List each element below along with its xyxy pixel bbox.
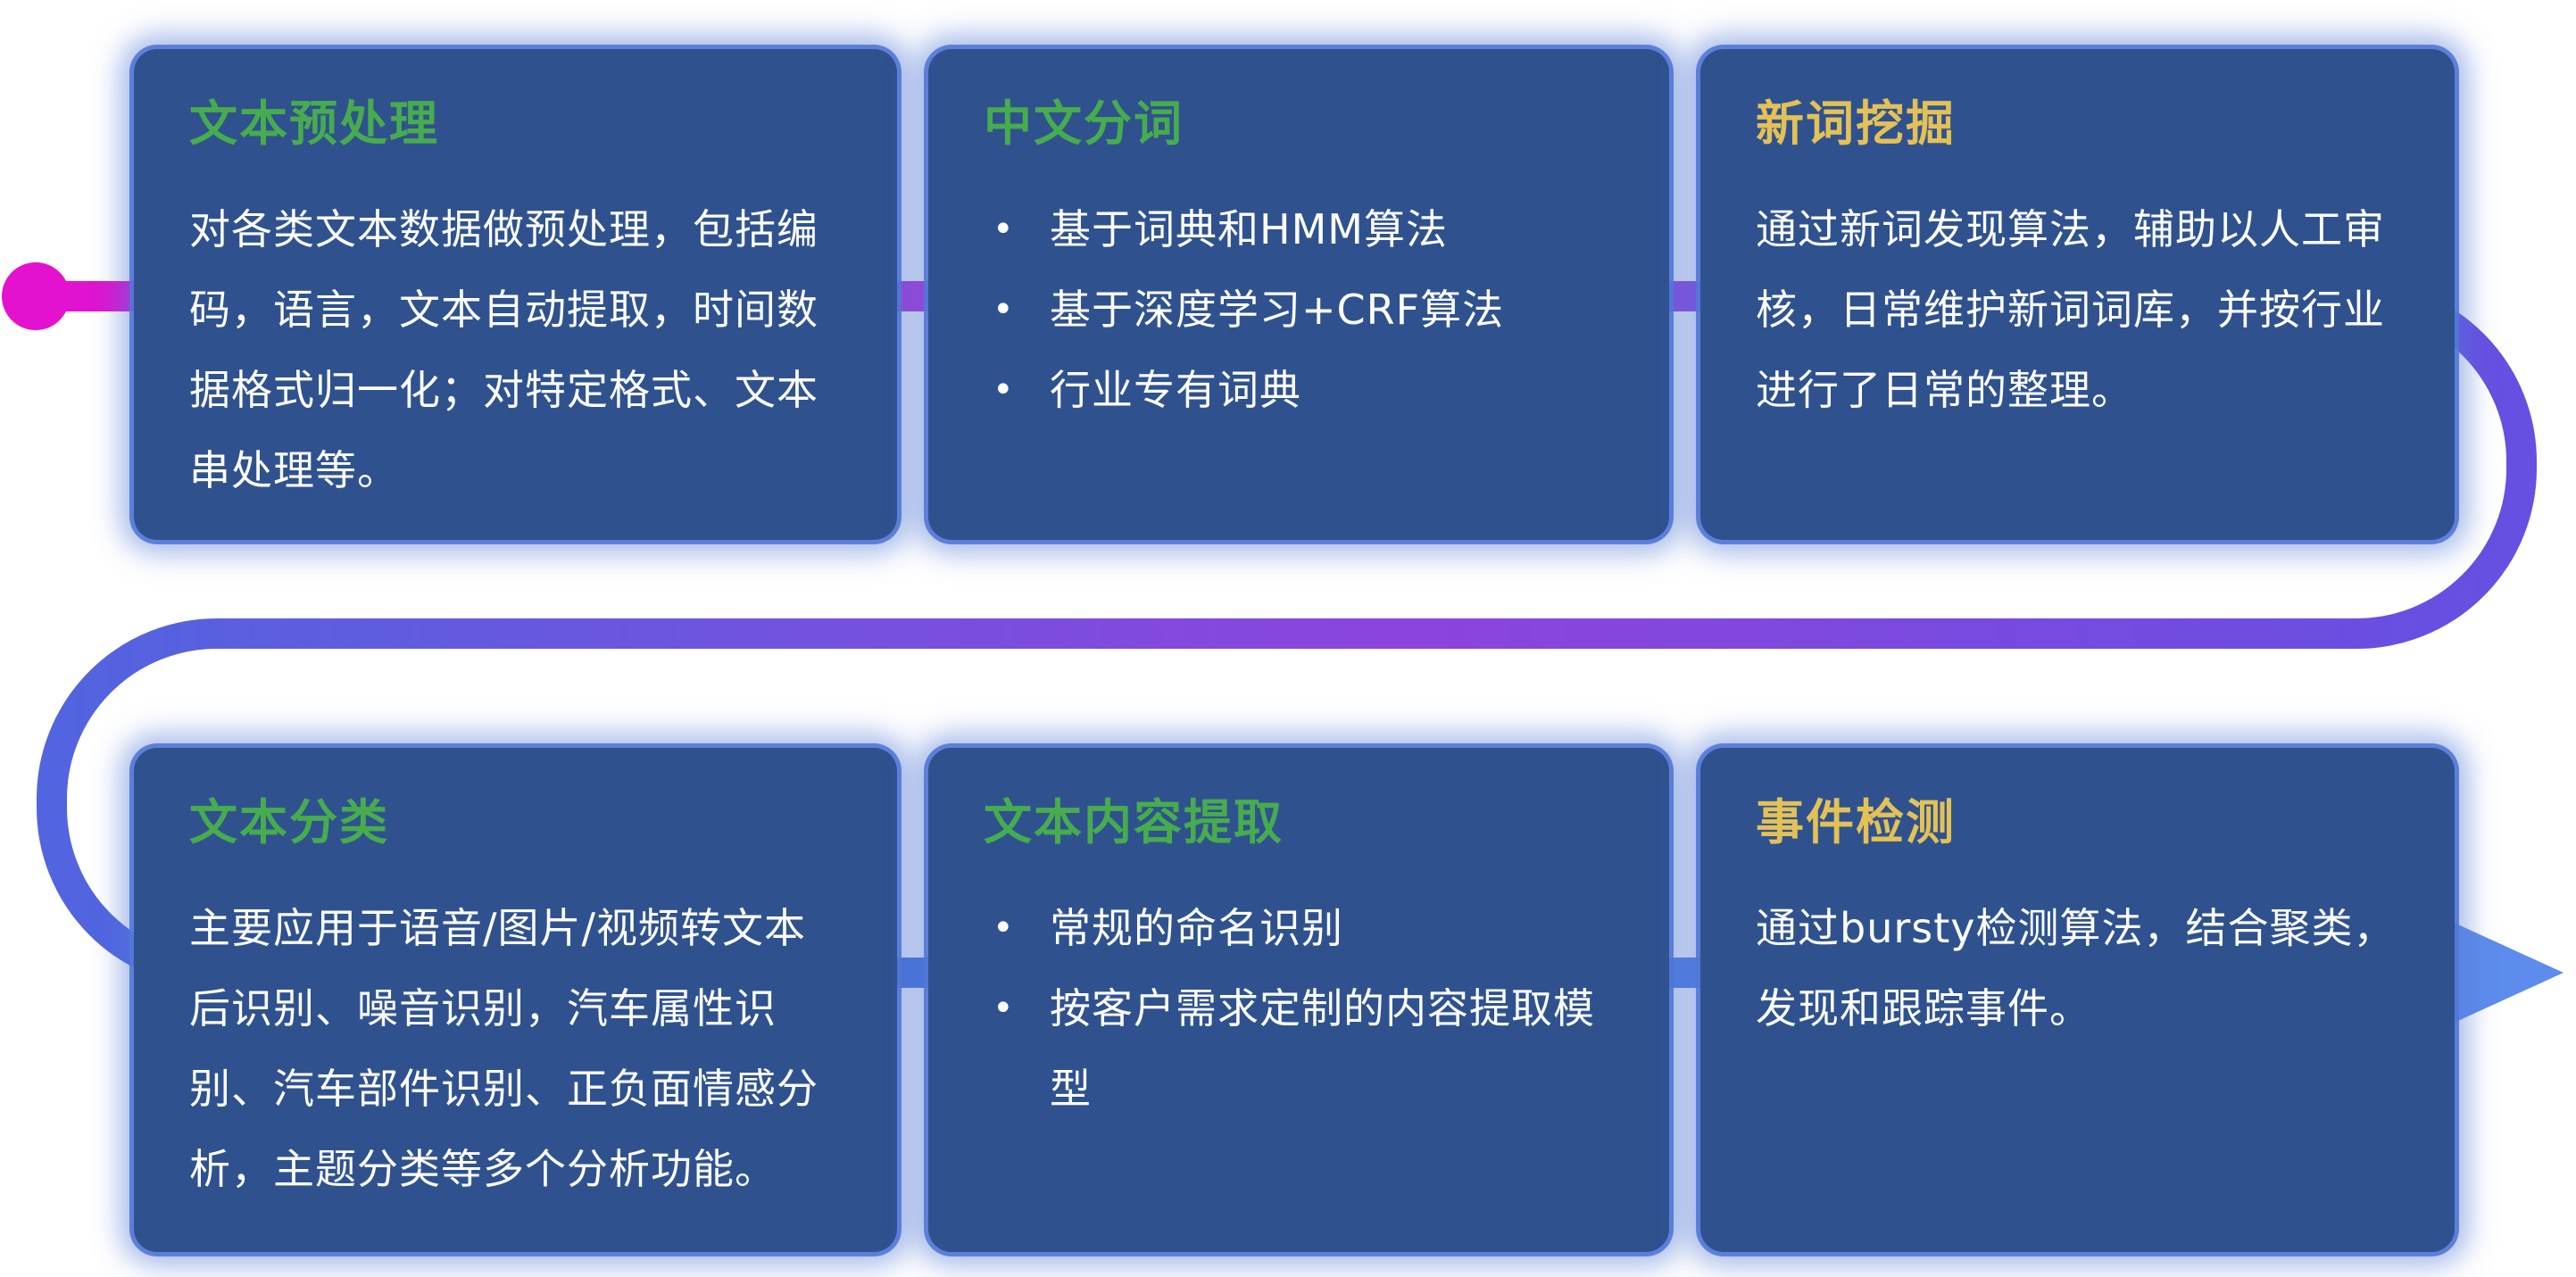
card-title: 中文分词 xyxy=(984,95,1184,152)
card-body: 通过bursty检测算法，结合聚类，发现和跟踪事件。 xyxy=(1756,903,2396,1032)
card-new-word-mining: 新词挖掘 通过新词发现算法，辅助以人工审核，日常维护新词词库，并按行业进行了日常… xyxy=(1700,49,2455,540)
card-title: 事件检测 xyxy=(1756,794,1956,850)
bullet-item: 基于词典和HMM算法 xyxy=(984,189,1614,269)
bullet-list: 基于词典和HMM算法 基于深度学习+CRF算法 行业专有词典 xyxy=(984,189,1614,430)
card-body: 对各类文本数据做预处理，包括编码，语言，文本自动提取，时间数据格式归一化；对特定… xyxy=(189,204,819,494)
flow-start-dot xyxy=(2,262,70,330)
bullet-item: 基于深度学习+CRF算法 xyxy=(984,269,1614,350)
card-text-content-extraction: 文本内容提取 常规的命名识别 按客户需求定制的内容提取模型 xyxy=(928,748,1669,1252)
bullet-list: 常规的命名识别 按客户需求定制的内容提取模型 xyxy=(984,888,1614,1129)
bullet-item: 行业专有词典 xyxy=(984,350,1614,430)
flow-arrow-icon xyxy=(2450,921,2564,1024)
bullet-item: 常规的命名识别 xyxy=(984,888,1614,968)
card-chinese-word-segmentation: 中文分词 基于词典和HMM算法 基于深度学习+CRF算法 行业专有词典 xyxy=(928,49,1669,540)
bullet-item: 按客户需求定制的内容提取模型 xyxy=(984,968,1614,1129)
card-event-detection: 事件检测 通过bursty检测算法，结合聚类，发现和跟踪事件。 xyxy=(1700,748,2455,1252)
card-text-classification: 文本分类 主要应用于语音/图片/视频转文本后识别、噪音识别，汽车属性识别、汽车部… xyxy=(134,748,897,1252)
card-title: 新词挖掘 xyxy=(1756,95,1956,152)
card-title: 文本内容提取 xyxy=(984,794,1284,850)
card-body: 通过新词发现算法，辅助以人工审核，日常维护新词词库，并按行业进行了日常的整理。 xyxy=(1756,204,2385,414)
card-title: 文本预处理 xyxy=(189,95,439,152)
card-text-preprocessing: 文本预处理 对各类文本数据做预处理，包括编码，语言，文本自动提取，时间数据格式归… xyxy=(134,49,897,540)
card-title: 文本分类 xyxy=(189,794,389,850)
flow-path-middle xyxy=(37,468,2537,808)
card-body: 主要应用于语音/图片/视频转文本后识别、噪音识别，汽车属性识别、汽车部件识别、正… xyxy=(189,903,819,1193)
